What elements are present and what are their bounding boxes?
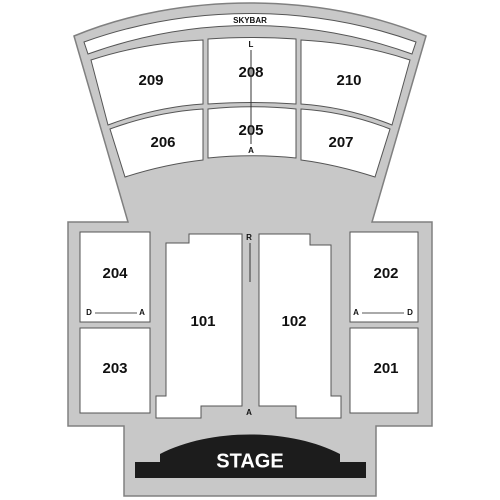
section-102[interactable] <box>258 233 342 419</box>
section-201-label: 201 <box>373 360 398 377</box>
section-202-label: 202 <box>373 265 398 282</box>
section-201[interactable] <box>349 327 419 414</box>
section-206[interactable] <box>109 108 204 178</box>
section-209[interactable] <box>90 39 204 126</box>
section-202[interactable] <box>349 231 419 323</box>
section-204-label: 204 <box>102 265 128 282</box>
section-208[interactable] <box>207 37 297 105</box>
row-label-204-D: D <box>86 308 92 317</box>
stage-label: STAGE <box>216 450 283 472</box>
section-203-label: 203 <box>102 360 127 377</box>
section-102-label: 102 <box>281 313 306 330</box>
stage <box>135 434 366 478</box>
row-label-A-floor: A <box>246 408 252 417</box>
section-206-label: 206 <box>150 134 175 151</box>
section-205[interactable] <box>207 106 297 159</box>
row-label-204-A: A <box>139 308 145 317</box>
section-210[interactable] <box>300 39 411 126</box>
skybar-label: SKYBAR <box>233 16 267 25</box>
row-label-202-A: A <box>353 308 359 317</box>
section-207-label: 207 <box>328 134 353 151</box>
row-label-202-D: D <box>407 308 413 317</box>
row-label-A-balcony: A <box>248 146 254 155</box>
row-label-R: R <box>246 233 252 242</box>
section-101[interactable] <box>155 233 243 419</box>
section-203[interactable] <box>79 327 151 414</box>
section-210-label: 210 <box>336 72 361 89</box>
section-204[interactable] <box>79 231 151 323</box>
section-101-label: 101 <box>190 313 215 330</box>
skybar-section[interactable] <box>83 13 417 55</box>
row-label-L: L <box>249 40 254 49</box>
section-209-label: 209 <box>138 72 163 89</box>
section-207[interactable] <box>300 108 391 178</box>
